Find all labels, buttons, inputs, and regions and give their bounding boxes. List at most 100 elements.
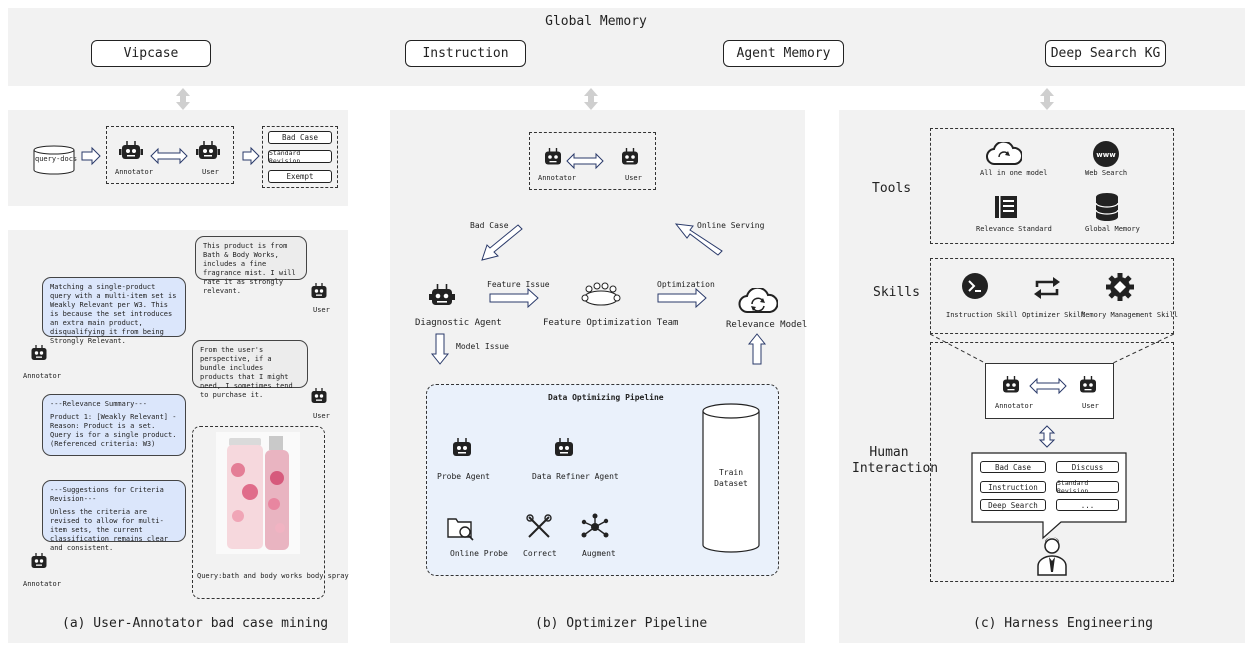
probe-agent-label: Probe Agent <box>437 472 490 481</box>
chat-bubble-annotator-2: ---Relevance Summary--- Product 1: [Weak… <box>42 394 186 456</box>
caption-b: (b) Optimizer Pipeline <box>535 616 708 631</box>
memory-deep-search-kg: Deep Search KG <box>1045 40 1166 67</box>
skill-instruction-label: Instruction Skill <box>946 311 1018 319</box>
train-dataset-cylinder <box>702 403 760 553</box>
diagnostic-agent-robot-icon <box>429 284 455 305</box>
annotator-label: Annotator <box>538 174 576 182</box>
option-exempt: Exempt <box>268 170 332 183</box>
product-image-box <box>192 426 325 599</box>
user-robot-icon <box>311 283 327 298</box>
user-label: User <box>202 168 219 176</box>
option-standard-revision: Standard Revision <box>268 149 332 165</box>
model-issue-label: Model Issue <box>456 342 509 351</box>
relevance-model-label: Relevance Model <box>726 320 808 330</box>
user-label: User <box>625 174 642 182</box>
user-label: User <box>313 306 330 314</box>
annotator-robot-icon <box>31 553 47 568</box>
panel-a-chat-box <box>106 126 234 184</box>
chat-bubble-user-1: This product is from Bath & Body Works, … <box>195 236 307 295</box>
global-memory-title: Global Memory <box>545 14 647 29</box>
data-refiner-robot-icon <box>555 438 573 456</box>
diagnostic-agent-label: Diagnostic Agent <box>415 318 502 328</box>
correct-label: Correct <box>523 549 557 558</box>
relevance-summary-text: Product 1: [Weakly Relevant] - Reason: P… <box>50 413 177 448</box>
network-nodes-icon <box>581 513 609 538</box>
relevance-summary-heading: ---Relevance Summary--- <box>50 400 147 408</box>
team-meeting-icon <box>581 282 621 306</box>
option-deep-search: Deep Search <box>980 499 1046 511</box>
user-robot-icon <box>1080 376 1096 393</box>
panel-a-top-arrows <box>81 146 260 166</box>
skill-optimizer-label: Optimizer Skill <box>1022 311 1086 319</box>
skills-box <box>930 258 1174 334</box>
database-icon <box>1095 193 1119 221</box>
option-instruction: Instruction <box>980 481 1046 493</box>
online-probe-label: Online Probe <box>450 549 508 558</box>
train-dataset-label: Train Dataset <box>714 468 748 488</box>
global-memory-panel <box>8 8 1245 86</box>
option-standard-revision: Standard Revision <box>1056 479 1119 495</box>
query-docs-label: query-docs <box>35 155 78 163</box>
annotator-label: Annotator <box>23 372 61 380</box>
feature-issue-label: Feature Issue <box>487 280 550 289</box>
augment-label: Augment <box>582 549 616 558</box>
tool-all-in-one-label: All in one model <box>980 169 1048 177</box>
user-robot-icon <box>622 148 638 165</box>
zoom-lines <box>930 334 1174 364</box>
chat-bubble-annotator-1: Matching a single-product query with a m… <box>42 277 186 345</box>
gear-icon <box>1106 273 1134 301</box>
annotator-label: Annotator <box>23 580 61 588</box>
probe-agent-robot-icon <box>453 438 471 456</box>
memory-instruction: Instruction <box>405 40 526 67</box>
folder-search-icon <box>447 518 474 541</box>
chat-bubble-annotator-3: ---Suggestions for Criteria Revision--- … <box>42 480 186 552</box>
memory-agent-memory: Agent Memory <box>723 40 844 67</box>
memory-link-arrows <box>176 88 1054 110</box>
book-icon <box>995 196 1017 218</box>
data-refiner-label: Data Refiner Agent <box>532 472 619 481</box>
terminal-icon <box>962 273 988 299</box>
annotator-robot-icon <box>1003 376 1019 393</box>
annotator-robot-icon <box>119 141 143 159</box>
query-docs-cylinder <box>33 145 75 175</box>
feature-team-label: Feature Optimization Team <box>543 318 679 328</box>
criteria-suggestion-text: Unless the criteria are revised to allow… <box>50 508 169 552</box>
criteria-suggestion-heading: ---Suggestions for Criteria Revision--- <box>50 486 164 503</box>
caption-c: (c) Harness Engineering <box>973 616 1154 631</box>
user-label: User <box>313 412 330 420</box>
user-robot-icon <box>196 141 220 159</box>
user-label: User <box>1082 402 1099 410</box>
bad-case-label: Bad Case <box>470 221 509 230</box>
option-bad-case: Bad Case <box>268 131 332 144</box>
option-bad-case: Bad Case <box>980 461 1046 473</box>
query-caption: Query:bath and body works body spray <box>197 572 349 580</box>
human-person-icon <box>1037 537 1067 576</box>
svg-text:www: www <box>1096 151 1116 159</box>
human-interaction-box <box>930 342 1174 582</box>
optimization-label: Optimization <box>657 280 715 289</box>
chat-bubble-user-2: From the user's perspective, if a bundle… <box>192 340 308 399</box>
tools-section-label: Tools <box>872 181 912 196</box>
annotator-robot-icon <box>545 148 561 165</box>
repeat-icon <box>1034 277 1060 299</box>
user-robot-icon <box>311 388 327 403</box>
tools-box <box>930 128 1174 244</box>
product-photo <box>216 432 300 554</box>
panel-a-options-box <box>262 126 338 188</box>
tool-web-search-label: Web Search <box>1085 169 1128 177</box>
cloud-sync-icon <box>738 288 778 313</box>
memory-vipcase: Vipcase <box>91 40 211 67</box>
panel-c-arrows <box>1029 377 1067 448</box>
cloud-sync-icon <box>986 142 1022 165</box>
pipeline-title: Data Optimizing Pipeline <box>548 393 664 402</box>
web-search-www-icon: www <box>1093 141 1119 167</box>
skill-memory-management-label: Memory Management Skill <box>1081 311 1178 319</box>
option-more: ... <box>1056 499 1119 511</box>
tool-global-memory-label: Global Memory <box>1085 225 1140 233</box>
option-discuss: Discuss <box>1056 461 1119 473</box>
panel-b-chat-box <box>529 132 656 190</box>
skills-section-label: Skills <box>873 285 920 300</box>
annotator-label: Annotator <box>115 168 153 176</box>
tool-relevance-standard-label: Relevance Standard <box>976 225 1052 233</box>
human-interaction-label: Human Interaction <box>852 445 939 476</box>
